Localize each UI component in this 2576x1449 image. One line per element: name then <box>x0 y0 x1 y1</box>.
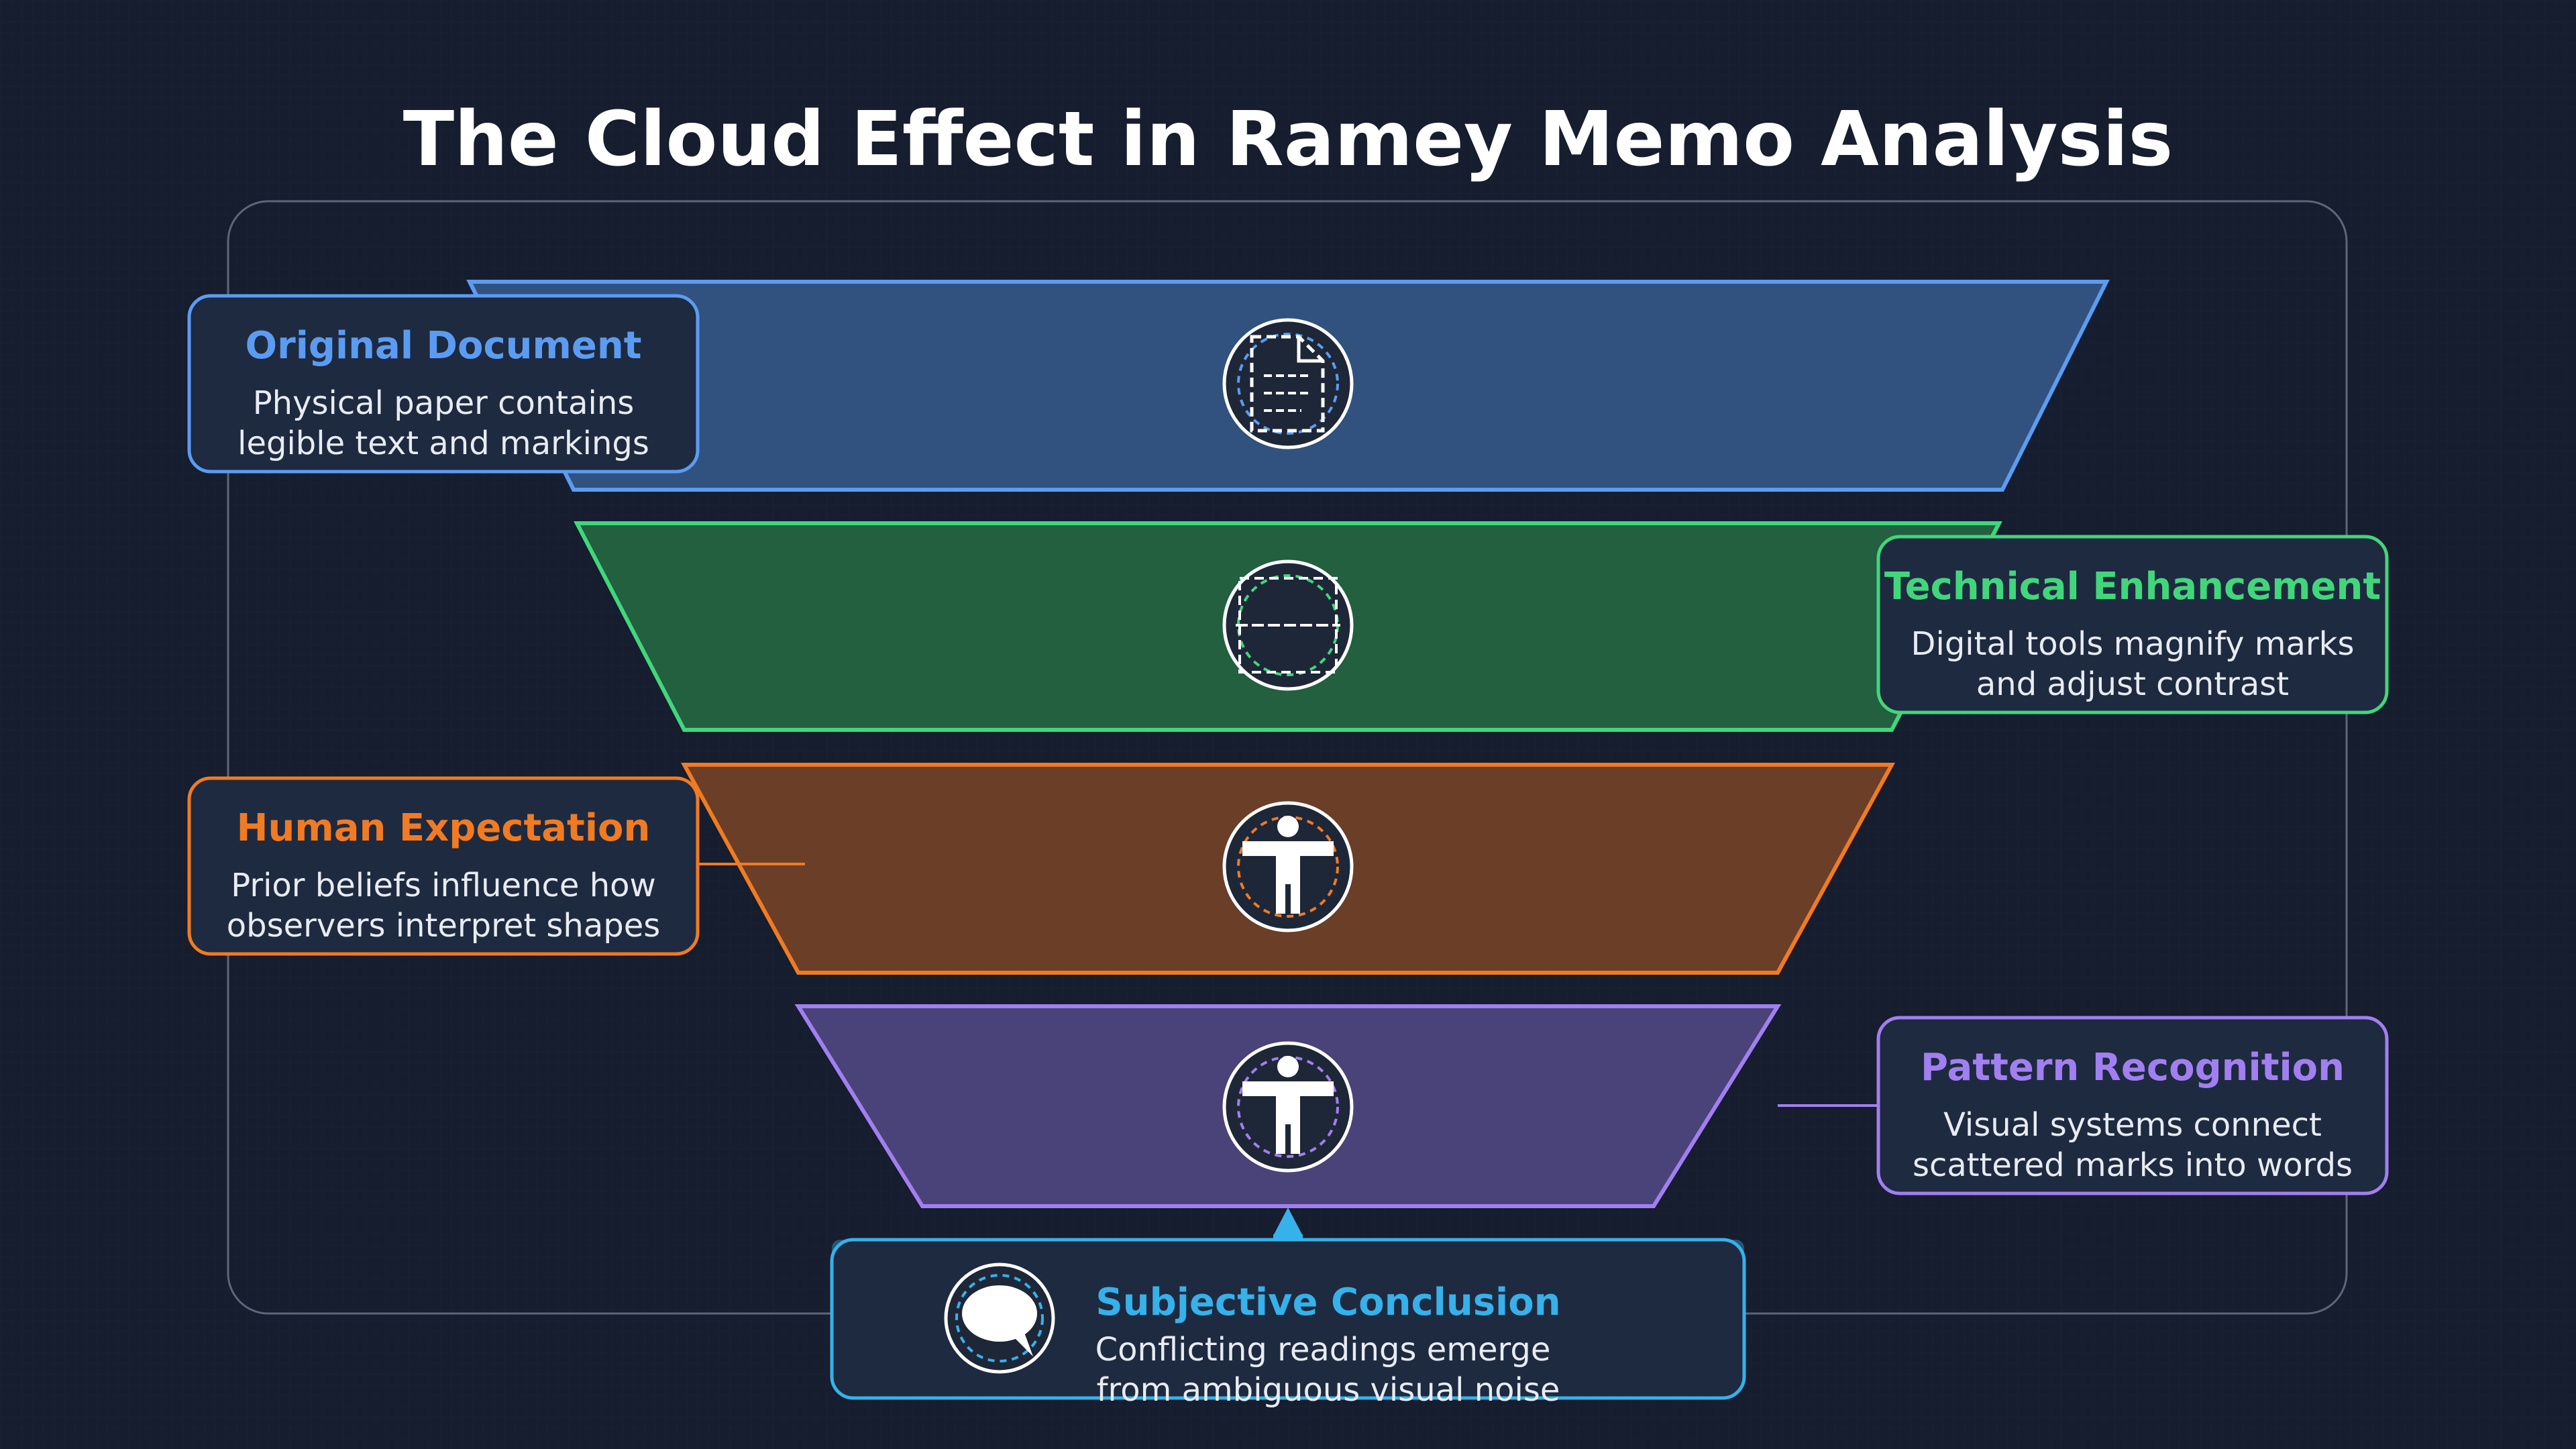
label-card-original-document: Original Document Physical paper contain… <box>187 294 700 474</box>
card-frame <box>830 1238 1746 1400</box>
card-description-line-1: Visual systems connect <box>1943 1106 2322 1144</box>
card-description-line-1: Physical paper contains <box>253 384 635 422</box>
card-description-line-1: Prior beliefs influence how <box>231 867 656 904</box>
card-description-line-2: from ambiguous visual noise <box>1097 1371 1560 1409</box>
document-icon <box>1222 318 1354 449</box>
card-description-line-2: and adjust contrast <box>1976 665 2289 703</box>
card-frame <box>1876 1016 2389 1195</box>
person-icon <box>1222 801 1354 932</box>
card-description-line-2: scattered marks into words <box>1913 1146 2353 1184</box>
label-card-human-expectation: Human Expectation Prior beliefs influenc… <box>187 776 700 956</box>
conclusion-card: Subjective Conclusion Conflicting readin… <box>830 1238 1746 1409</box>
funnel-stage-original-document <box>466 280 2110 492</box>
card-description-line-1: Digital tools magnify marks <box>1911 625 2355 663</box>
card-title: Technical Enhancement <box>1884 565 2381 608</box>
card-title: Pattern Recognition <box>1921 1046 2345 1089</box>
card-description-line-2: legible text and markings <box>237 425 649 462</box>
card-frame <box>1876 535 2389 714</box>
scan-enhance-icon <box>1222 559 1354 691</box>
label-card-technical-enhancement: Technical Enhancement Digital tools magn… <box>1876 535 2389 714</box>
speech-bubble-icon <box>944 1263 1055 1374</box>
person-icon <box>1222 1041 1354 1173</box>
card-frame <box>187 776 700 956</box>
card-description-line-1: Conflicting readings emerge <box>1095 1331 1551 1368</box>
funnel-tip-arrow <box>1273 1208 1303 1236</box>
card-frame <box>187 294 700 474</box>
card-title: Human Expectation <box>237 806 651 850</box>
funnel-stage-technical-enhancement <box>574 521 2002 732</box>
funnel-stage-human-expectation <box>680 763 1896 975</box>
card-title: Subjective Conclusion <box>1095 1281 1560 1324</box>
card-description-line-2: observers interpret shapes <box>227 907 661 945</box>
funnel-stage-pattern-recognition <box>794 1004 1878 1208</box>
label-card-pattern-recognition: Pattern Recognition Visual systems conne… <box>1876 1016 2389 1195</box>
card-title: Original Document <box>245 324 641 368</box>
page-title: The Cloud Effect in Ramey Memo Analysis <box>403 96 2173 183</box>
